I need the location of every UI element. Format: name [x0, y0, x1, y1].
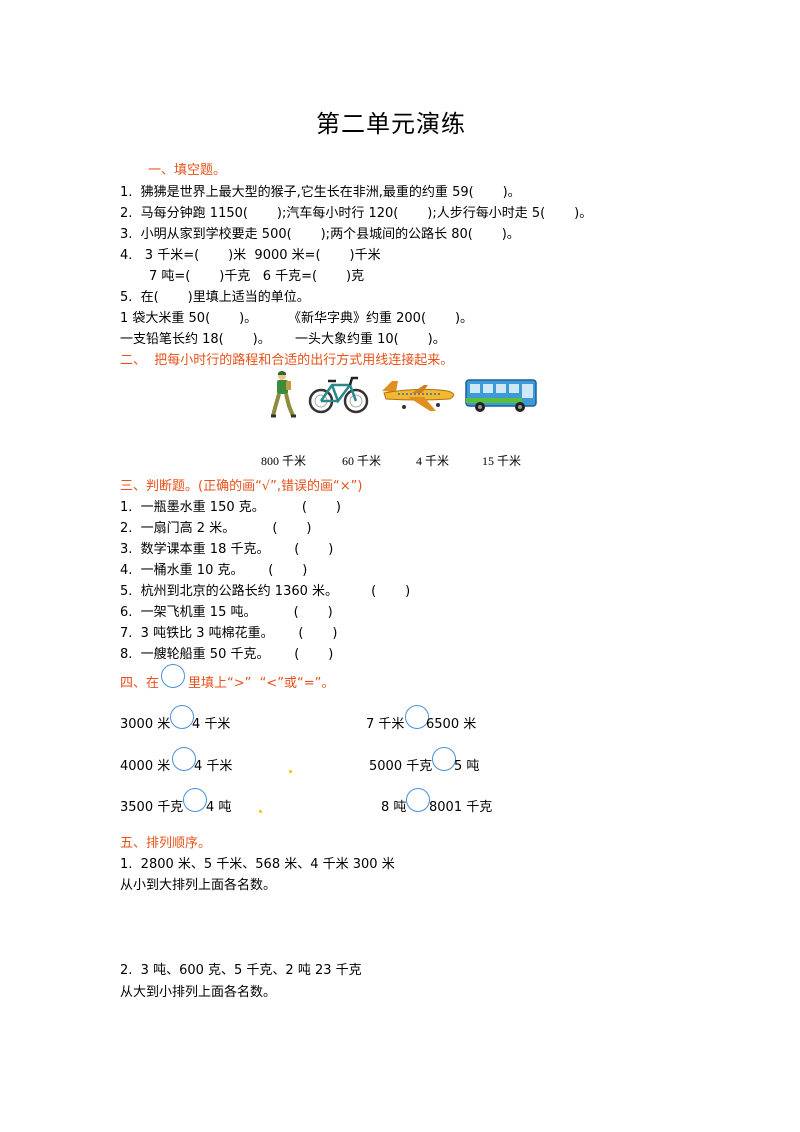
- q1-1: 1. 狒狒是世界上最大型的猴子,它生长在非洲,最重的约重 59( )。: [120, 185, 521, 200]
- compare-left-6: 8 吨: [381, 800, 407, 815]
- compare-left-3: 4000 米: [120, 759, 171, 774]
- compare-circle-5[interactable]: [183, 788, 207, 812]
- judge-item-5: 5. 杭州到北京的公路长约 1360 米。 ( ): [120, 584, 411, 599]
- compare-right-2: 6500 米: [426, 717, 477, 732]
- speed-label-1: 800 千米: [261, 454, 307, 468]
- q1-2: 2. 马每分钟跑 1150( );汽车每小时行 120( );人步行每小时走 5…: [120, 206, 593, 221]
- q1-4a: 4. 3 千米=( )米 9000 米=( )千米: [120, 248, 381, 263]
- q1-5: 5. 在( )里填上适当的单位。: [120, 290, 310, 305]
- bicycle-icon: [308, 376, 369, 414]
- compare-circle-6[interactable]: [406, 788, 430, 812]
- speed-label-4: 15 千米: [482, 454, 522, 468]
- order-q1: 1. 2800 米、5 千米、568 米、4 千米 300 米: [120, 857, 395, 872]
- section-3-heading: 三、判断题。(正确的画“√”,错误的画“×”): [120, 479, 363, 494]
- order-q2-instruction: 从大到小排列上面各名数。: [120, 985, 277, 1000]
- order-q2: 2. 3 吨、600 克、5 千克、2 吨 23 千克: [120, 963, 362, 978]
- section-1-heading: 一、填空题。: [148, 163, 227, 178]
- bus-icon: [465, 379, 537, 412]
- section-4-heading-start: 四、在: [120, 676, 160, 691]
- section-4-heading-end: 里填上“>” “<”或“=”。: [188, 676, 335, 691]
- section-5-heading: 五、排列顺序。: [120, 836, 212, 851]
- judge-item-2: 2. 一扇门高 2 米。 ( ): [120, 521, 312, 536]
- q1-5a: 1 袋大米重 50( )。: [120, 311, 258, 326]
- judge-item-3: 3. 数学课本重 18 千克。 ( ): [120, 542, 334, 557]
- compare-right-1: 4 千米: [192, 717, 231, 732]
- judge-item-1: 1. 一瓶墨水重 150 克。 ( ): [120, 500, 342, 515]
- walking-person-icon: [271, 371, 296, 418]
- compare-circle-4[interactable]: [432, 747, 456, 771]
- q1-3: 3. 小明从家到学校要走 500( );两个县城间的公路长 80( )。: [120, 227, 520, 242]
- compare-left-4: 5000 千克: [369, 759, 433, 774]
- compare-left-2: 7 千米: [366, 717, 405, 732]
- order-q1-instruction: 从小到大排列上面各名数。: [120, 878, 277, 893]
- q1-5b: 《新华字典》约重 200( )。: [288, 311, 474, 326]
- heading-circle-icon: [161, 664, 185, 688]
- compare-circle-2[interactable]: [405, 705, 429, 729]
- compare-right-5: 4 吨: [206, 800, 232, 815]
- airplane-icon: [382, 381, 454, 411]
- section-2-heading: 二、 把每小时行的路程和合适的出行方式用线连接起来。: [120, 353, 454, 368]
- compare-circle-1[interactable]: [170, 705, 194, 729]
- yellow-mark: [259, 810, 262, 813]
- judge-item-6: 6. 一架飞机重 15 吨。 ( ): [120, 605, 333, 620]
- compare-right-6: 8001 千克: [429, 800, 493, 815]
- compare-right-4: 5 吨: [454, 759, 480, 774]
- speed-label-2: 60 千米: [342, 454, 382, 468]
- page-title: 第二单元演练: [316, 110, 466, 138]
- judge-item-7: 7. 3 吨铁比 3 吨棉花重。 ( ): [120, 626, 338, 641]
- yellow-mark: [289, 770, 292, 773]
- compare-left-1: 3000 米: [120, 717, 171, 732]
- q1-4b: 7 吨=( )千克 6 千克=( )克: [149, 269, 365, 284]
- judge-item-4: 4. 一桶水重 10 克。 ( ): [120, 563, 308, 578]
- compare-right-3: 4 千米: [194, 759, 233, 774]
- judge-item-8: 8. 一艘轮船重 50 千克。 ( ): [120, 647, 334, 662]
- compare-left-5: 3500 千克: [120, 800, 184, 815]
- q1-5c: 一支铅笔长约 18( )。: [120, 332, 271, 347]
- speed-label-3: 4 千米: [416, 454, 450, 468]
- q1-5d: 一头大象约重 10( )。: [295, 332, 446, 347]
- compare-circle-3[interactable]: [172, 747, 196, 771]
